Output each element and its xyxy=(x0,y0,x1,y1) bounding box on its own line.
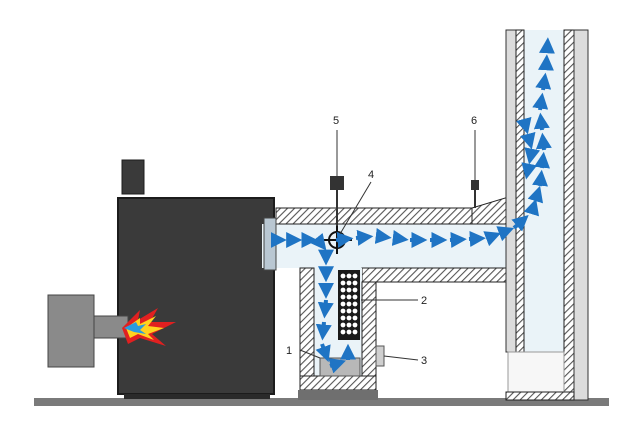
boiler xyxy=(47,159,275,399)
chimney-cleanout xyxy=(507,351,565,393)
flow-arrow xyxy=(535,72,552,91)
flow-arrow xyxy=(534,151,550,169)
flow-arrow xyxy=(496,226,515,242)
callout-leaders xyxy=(299,130,476,361)
callout-6: 6 xyxy=(471,115,477,127)
burner-tube xyxy=(93,315,129,339)
flow-arrow xyxy=(317,299,334,319)
duct-top-wall xyxy=(275,207,473,225)
chamber-bottom-wall xyxy=(299,375,377,391)
flow-arrow xyxy=(527,185,544,204)
boiler-exhaust-stub xyxy=(121,159,145,195)
callout-labels: 1 2 3 4 5 6 xyxy=(286,115,477,367)
flow-arrow xyxy=(532,92,549,111)
chimney-bottom-wall xyxy=(505,391,575,401)
flow-arrow xyxy=(511,214,529,232)
chamber-right-wall xyxy=(361,281,377,391)
flow-arrow xyxy=(315,321,332,341)
flow-arrow xyxy=(539,37,555,54)
boiler-base xyxy=(124,394,270,399)
chamber-base xyxy=(298,390,378,400)
flow-arrow xyxy=(468,230,486,247)
flow-arrow xyxy=(483,231,502,247)
callout-4: 4 xyxy=(368,169,374,181)
flow-arrow xyxy=(519,131,536,150)
sensor-6 xyxy=(471,180,479,208)
flow-arrow xyxy=(355,229,374,246)
flow-arrow xyxy=(535,132,552,151)
ash-tray xyxy=(319,357,361,377)
flow-arrow-icon xyxy=(270,37,555,374)
flow-arrow xyxy=(315,343,331,363)
flow-arrow xyxy=(374,228,392,244)
duct-bottom-wall-right xyxy=(361,267,513,283)
flow-arrow xyxy=(538,54,554,71)
flow-arrow xyxy=(449,231,467,248)
duct-interior xyxy=(262,224,512,268)
flow-arrow xyxy=(328,358,346,374)
filter-chamber xyxy=(298,267,385,400)
flow-arrow xyxy=(310,233,327,251)
callout-1: 1 xyxy=(286,345,292,357)
callout-5: 5 xyxy=(333,115,339,127)
chimney xyxy=(505,29,589,401)
flow-arrow xyxy=(515,116,532,135)
callout-2: 2 xyxy=(421,295,427,307)
flow-arrow xyxy=(532,169,548,187)
flow-arrow xyxy=(521,162,538,180)
callout-3: 3 xyxy=(421,355,427,367)
side-port xyxy=(375,345,385,367)
floor xyxy=(34,398,609,406)
chamber-left-wall xyxy=(299,267,315,391)
filter-balls xyxy=(340,273,358,335)
chimney-left-outer xyxy=(505,29,517,353)
flow-arrow xyxy=(533,112,550,131)
chimney-left-wall xyxy=(515,29,525,353)
chimney-right-wall xyxy=(563,29,575,393)
flow-arrow xyxy=(391,230,409,246)
flow-arrow xyxy=(523,198,540,217)
boiler-flue-connector xyxy=(263,217,277,271)
flow-arrow xyxy=(524,147,541,165)
boiler-body xyxy=(117,197,275,395)
flow-arrow xyxy=(335,231,354,248)
flame-icon xyxy=(122,308,176,346)
chimney-right-outer xyxy=(573,29,589,401)
burner-housing xyxy=(47,294,95,368)
